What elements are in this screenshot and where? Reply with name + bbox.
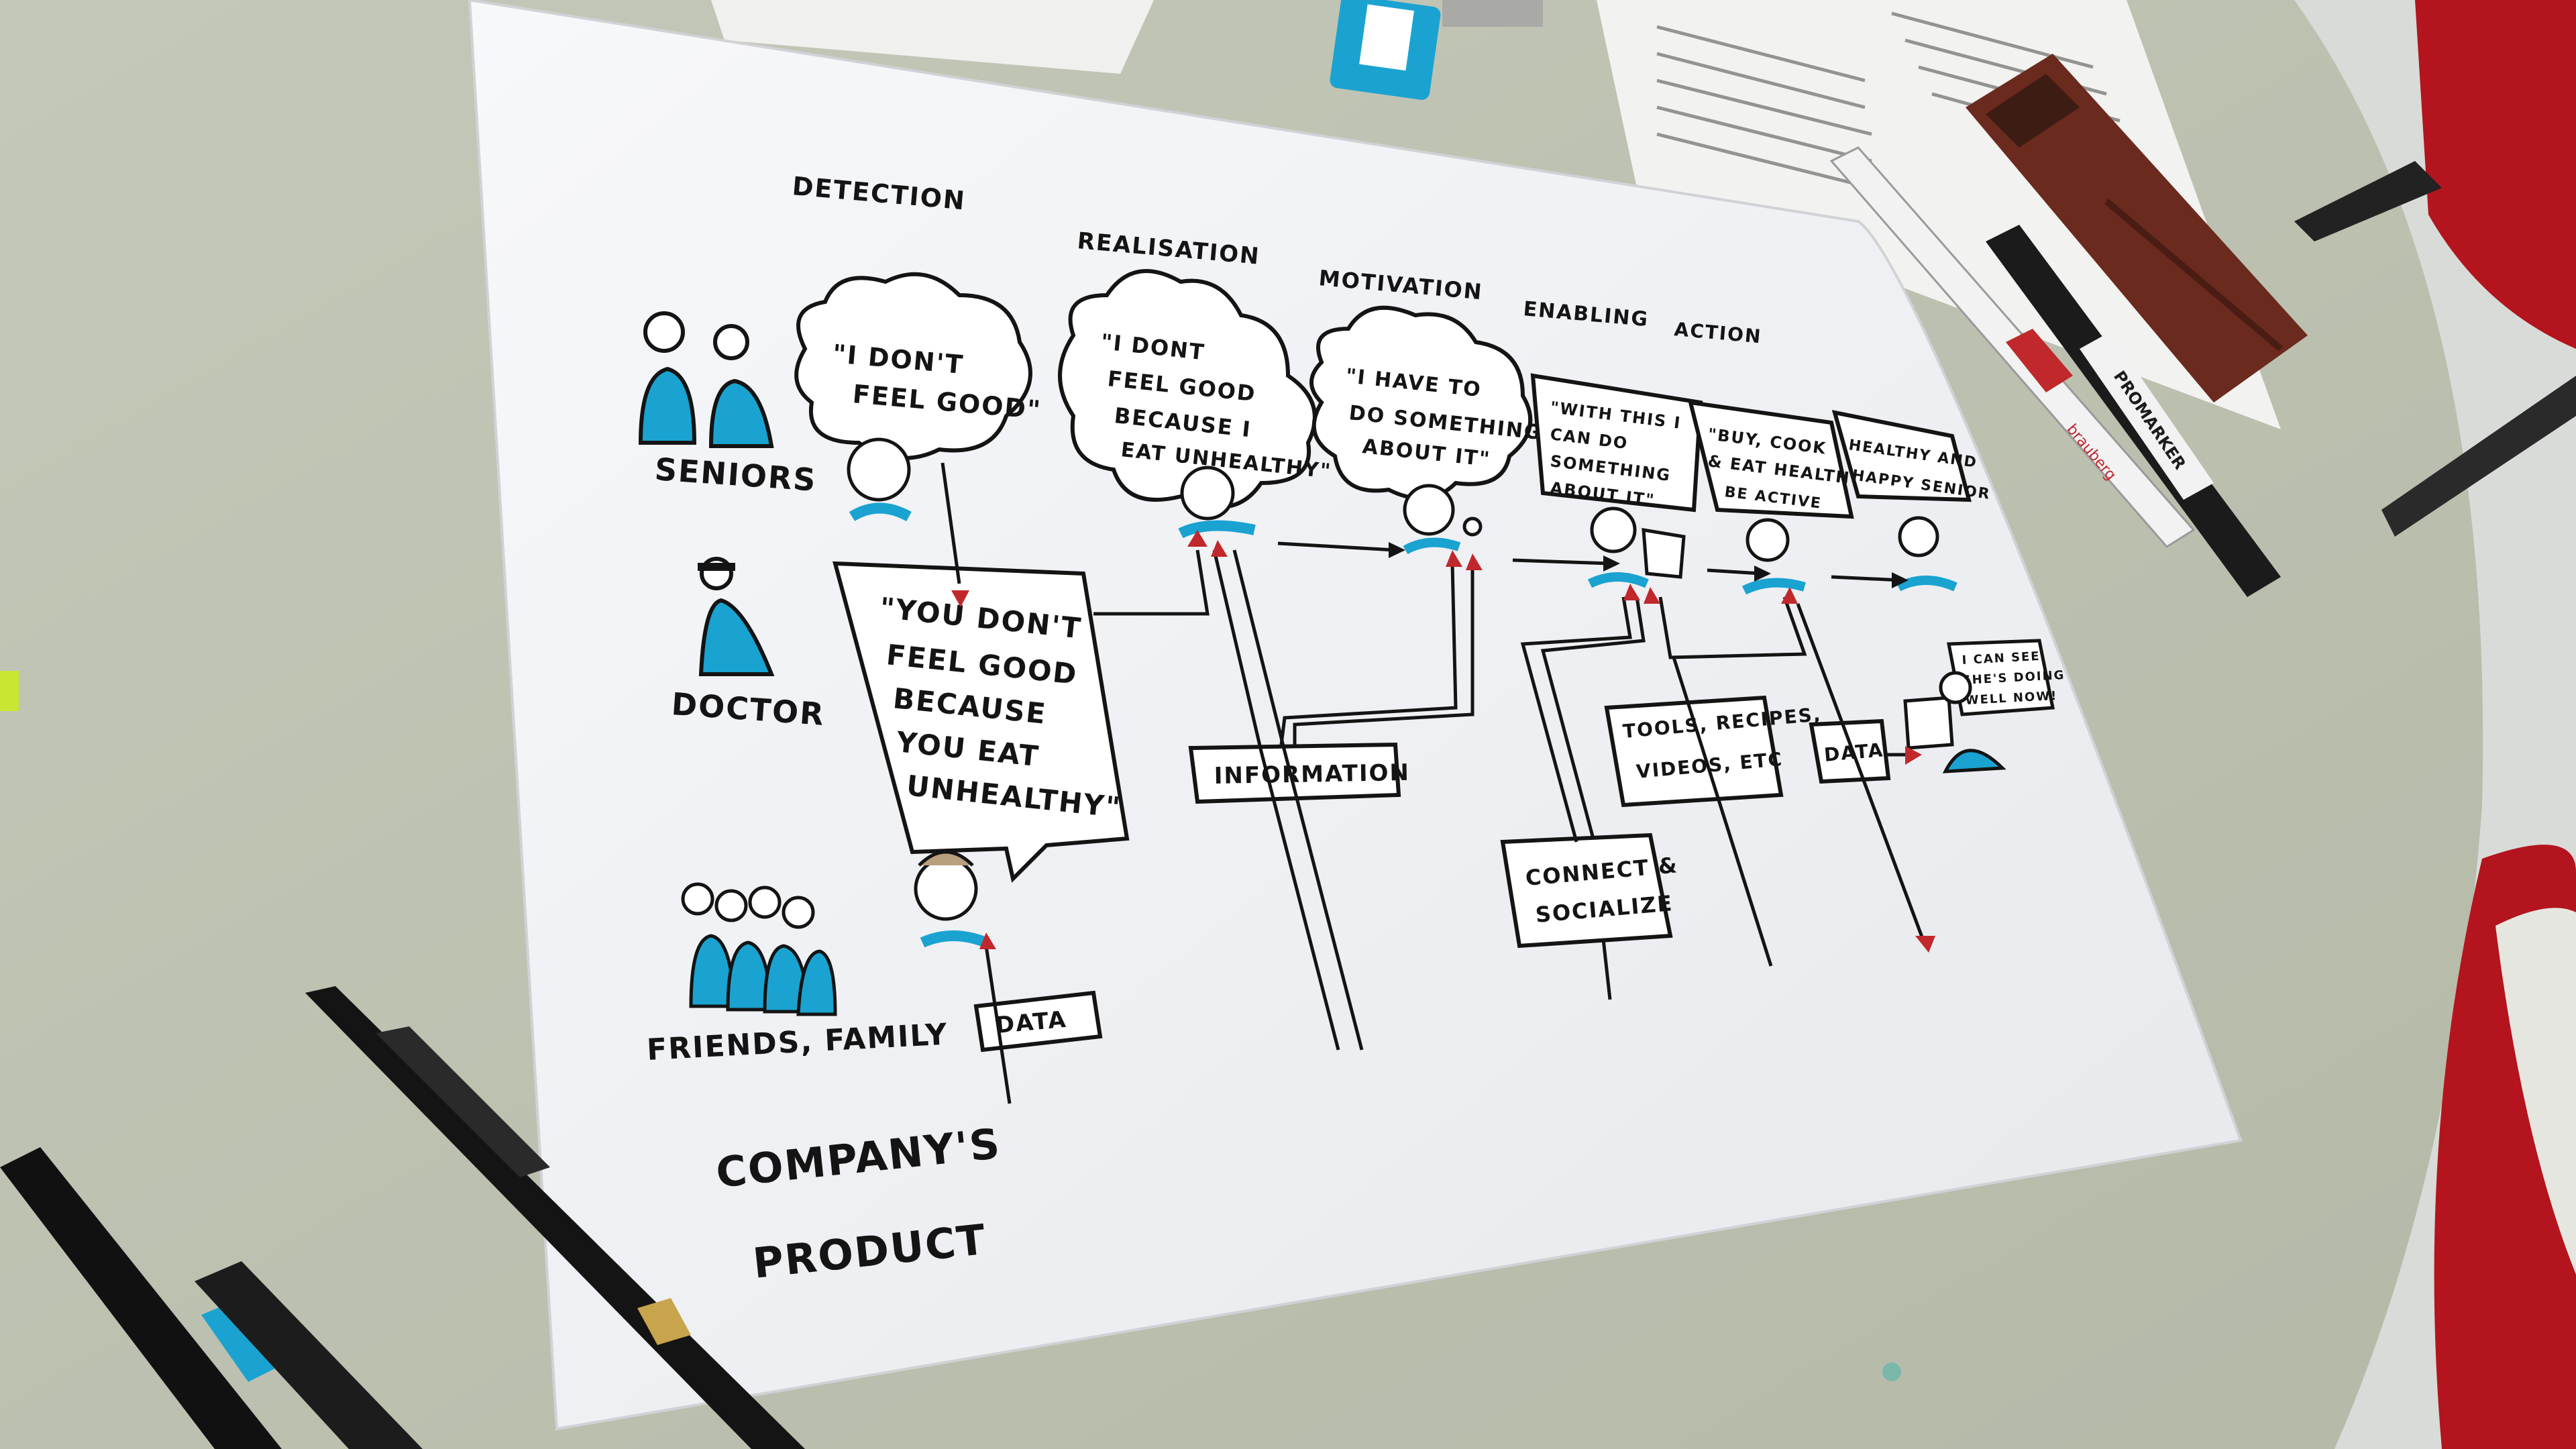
seniors-figures: [638, 311, 774, 448]
speech-box-doctor: "YOU DON'T FEEL GOOD BECAUSE YOU EAT UNH…: [833, 561, 1130, 883]
box-data-bottom: DATA: [973, 990, 1103, 1053]
table-stain: [1882, 1362, 1901, 1381]
red-arrowheads: [951, 530, 1935, 953]
senior-face-realisation: [1178, 466, 1256, 539]
paper-sheet-top: [711, 0, 1154, 74]
box-connect-socialize: CONNECT & SOCIALIZE: [1500, 833, 1679, 949]
speech-box-enabling: "WITH THIS I CAN DO SOMETHING ABOUT IT": [1530, 373, 1703, 513]
thought-cloud-realisation: "I DONT FEEL GOOD BECAUSE I EAT UNHEALTH…: [1058, 269, 1333, 509]
box-data-right: DATA: [1809, 718, 1891, 784]
senior-with-box-enabling: [1587, 506, 1686, 588]
box-information: INFORMATION: [1188, 742, 1410, 804]
marker-black-bottom-left: [0, 1147, 288, 1449]
flow-lines: [941, 462, 1927, 1104]
brush-pen: [305, 986, 805, 1449]
keychain: [1330, 0, 1543, 100]
thought-cloud-motivation: "I HAVE TO DO SOMETHING ABOUT IT": [1309, 305, 1543, 500]
relative-at-computer: [1903, 671, 2006, 773]
senior-happy-result: [1896, 516, 1957, 592]
senior-cooking-action: [1741, 518, 1807, 595]
phone-case: [1966, 54, 2308, 402]
svg-text:DATA: DATA: [994, 1006, 1068, 1039]
black-arrowheads: [1389, 542, 1909, 588]
box-tools-recipes: TOOLS, RECIPES, VIDEOS, ETC: [1604, 695, 1823, 808]
friends-family-figures: [681, 882, 837, 1016]
svg-text:INFORMATION: INFORMATION: [1214, 759, 1410, 790]
speech-box-result: HEALTHY AND HAPPY SENIOR: [1831, 410, 1992, 503]
chair-bottom-right: [2434, 845, 2576, 1449]
doctor-face: [914, 850, 988, 948]
thought-cloud-detection: "I DON'T FEEL GOOD": [794, 272, 1042, 460]
speech-box-action: "BUY, COOK & EAT HEALTHY" BE ACTIVE: [1688, 400, 1874, 519]
highlighter-edge: [0, 671, 19, 711]
speech-box-monitor: I CAN SEE SHE'S DOING WELL NOW!: [1946, 639, 2065, 716]
marker-black-bottom-left-2: [195, 1261, 423, 1449]
doctor-figure: [698, 557, 775, 676]
senior-face-detection: [847, 437, 912, 522]
senior-face-motivation: [1403, 484, 1483, 555]
chair-top-right: [2294, 0, 2576, 537]
